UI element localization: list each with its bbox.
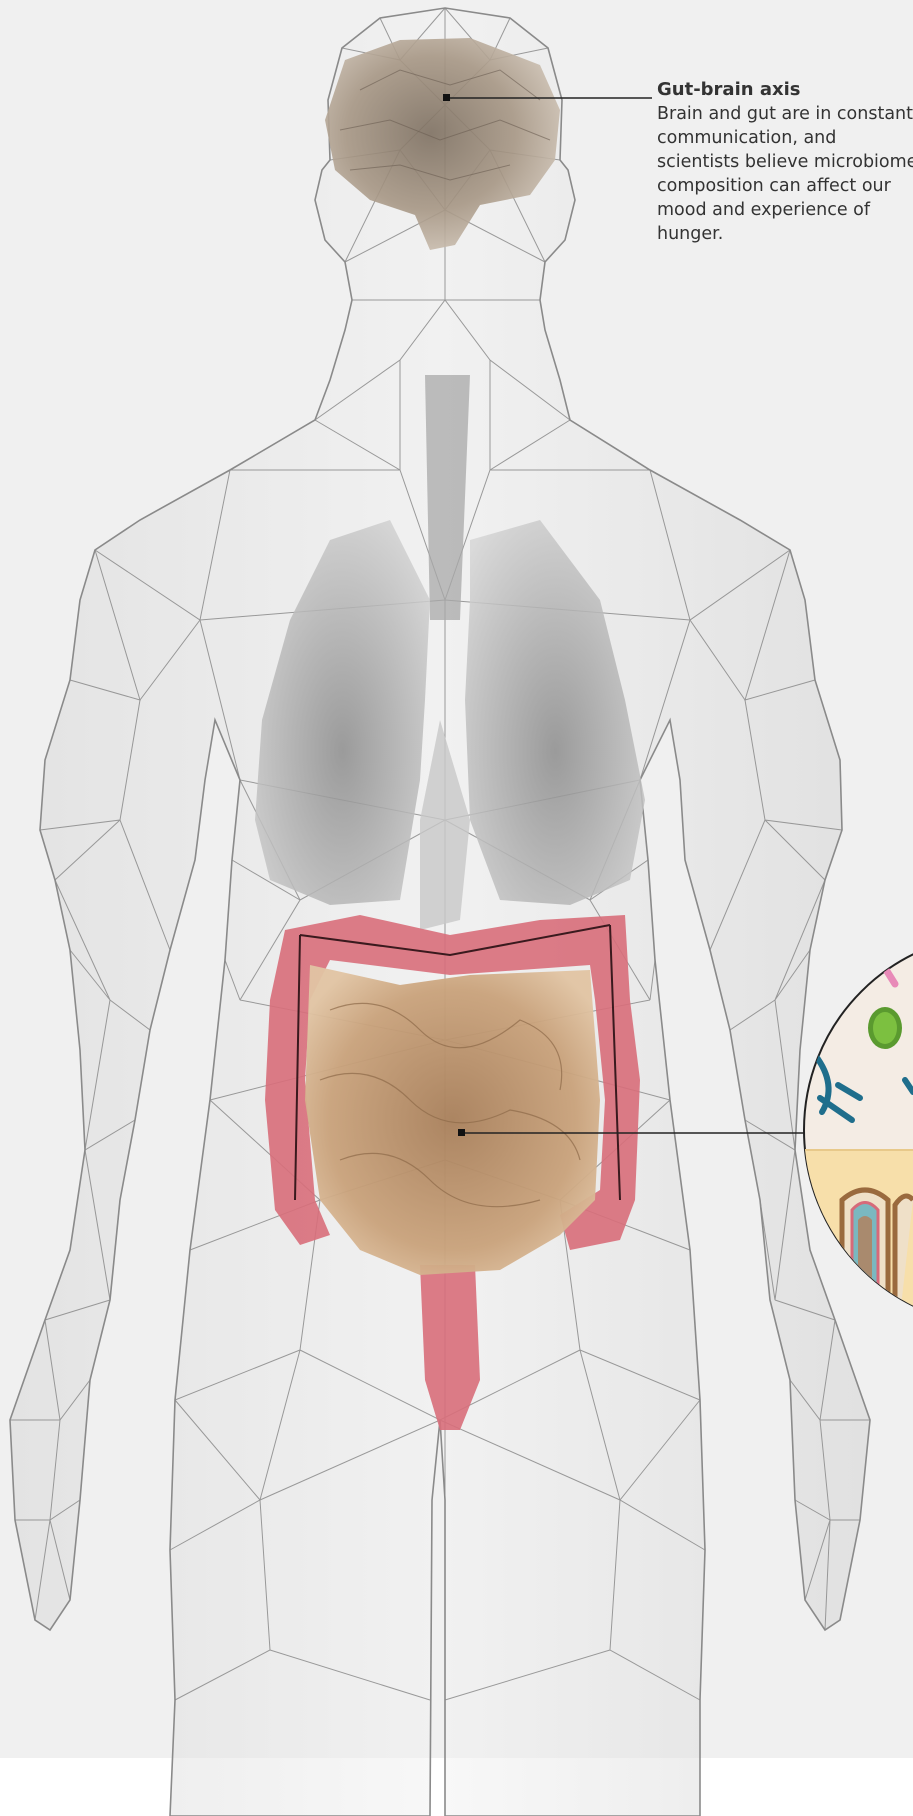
villi (842, 1190, 913, 1360)
brain-marker-dot (443, 94, 450, 101)
small-intestine (305, 965, 600, 1275)
callout-title: Gut-brain axis (657, 78, 913, 102)
gut-marker-dot (458, 1129, 465, 1136)
gut-brain-axis-callout: Gut-brain axis Brain and gut are in cons… (657, 78, 913, 246)
callout-body: Brain and gut are in constant communicat… (657, 102, 913, 246)
